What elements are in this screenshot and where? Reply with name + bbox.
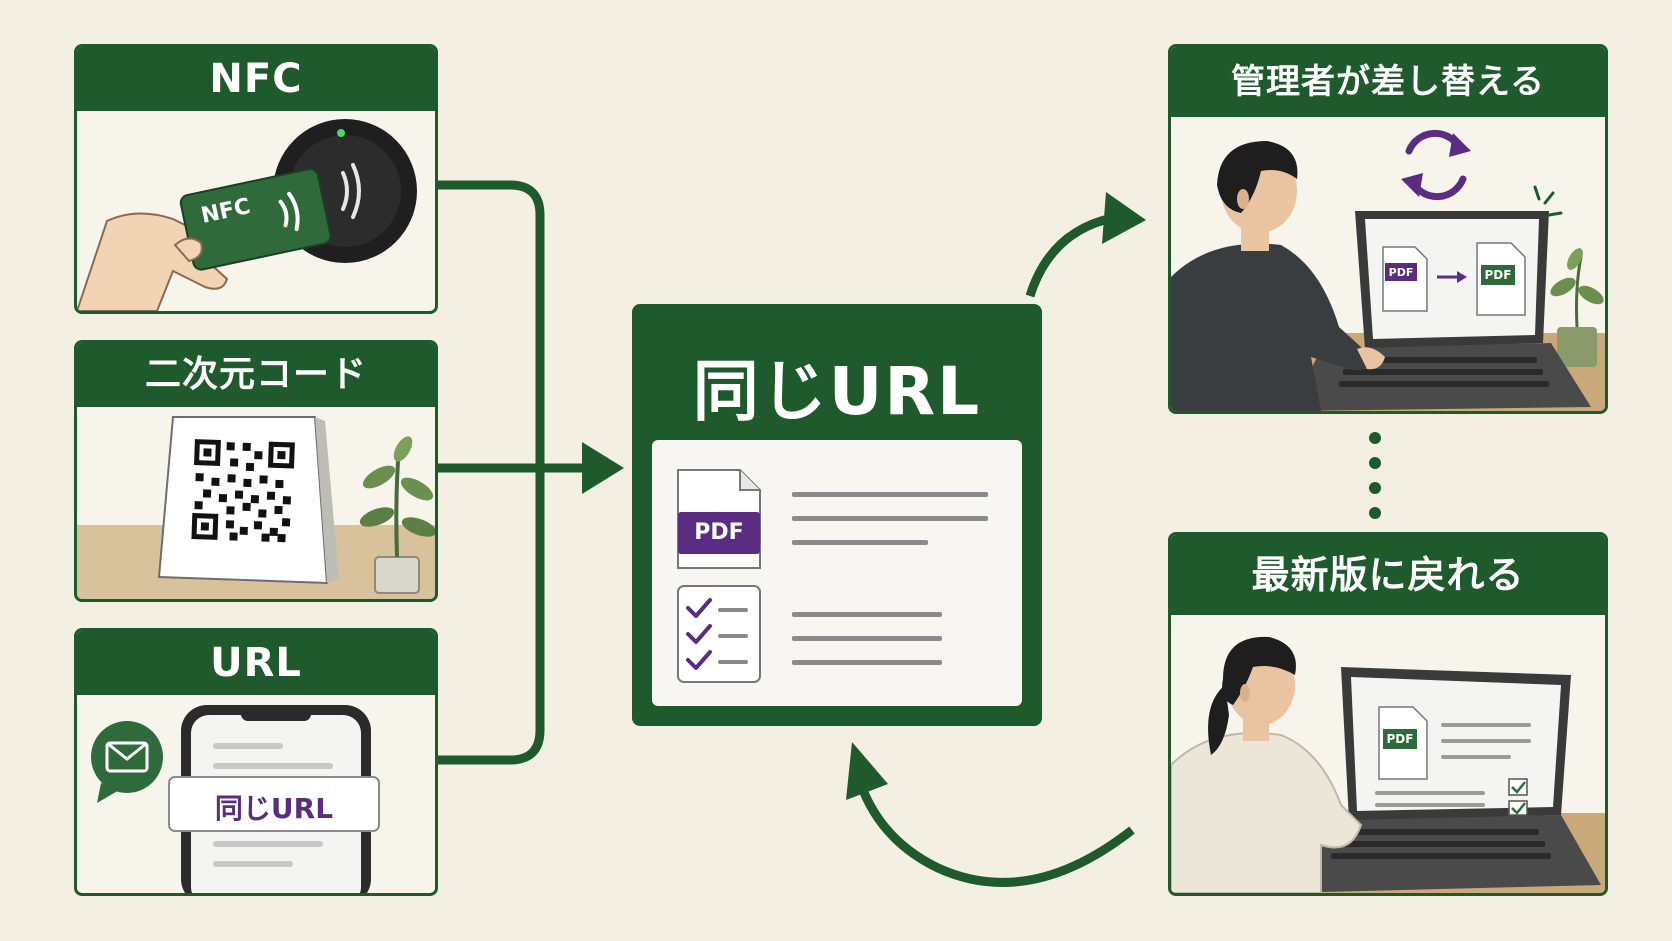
panel-nfc: NFC NFC [74, 44, 438, 314]
plant-icon [1550, 248, 1604, 367]
same-url-banner [168, 776, 380, 832]
center-pdf-label: PDF [694, 520, 744, 545]
arrow-head-to-center [582, 442, 624, 494]
center-content-card: PDF [652, 440, 1022, 706]
revert-pdf-label: PDF [1386, 732, 1414, 746]
checkbox-icon [1508, 778, 1528, 816]
panel-qr-title: 二次元コード [77, 343, 435, 407]
checklist-text-lines [792, 612, 942, 665]
arrow-head-to-admin [1102, 192, 1146, 244]
panel-revert-title: 最新版に戻れる [1171, 535, 1605, 615]
checklist-icon [677, 585, 761, 683]
panel-admin-illustration: PDF PDF [1171, 117, 1605, 411]
arrow-to-admin [1025, 213, 1114, 298]
new-pdf-label: PDF [1484, 268, 1512, 282]
pdf-text-lines [792, 492, 988, 545]
pdf-document-icon [677, 469, 761, 569]
nfc-card [179, 168, 332, 271]
panel-nfc-title: NFC [77, 47, 435, 111]
plant-icon [359, 436, 435, 594]
arrow-return-to-center [855, 780, 1135, 887]
old-pdf-label: PDF [1388, 266, 1414, 279]
panel-nfc-illustration: NFC [77, 111, 435, 311]
same-url-banner-label: 同じURL [214, 792, 334, 825]
panel-url-illustration: 同じURL [77, 695, 435, 893]
reader-led-icon [337, 129, 345, 137]
panel-url-title: URL [77, 631, 435, 695]
old-pdf-icon [1382, 246, 1428, 312]
pdf-document-icon [1378, 706, 1428, 780]
administrator-person [1171, 141, 1385, 411]
message-icon [91, 721, 163, 803]
dotted-connector [1369, 432, 1381, 519]
panel-qr-illustration [77, 407, 435, 599]
center-same-url: 同じURL [632, 304, 1042, 726]
panel-admin-title: 管理者が差し替える [1171, 47, 1605, 117]
center-title: 同じURL [692, 353, 982, 430]
panel-qr: 二次元コード [74, 340, 438, 602]
screen-text-lines [1375, 723, 1531, 807]
panel-revert-illustration: PDF [1171, 615, 1605, 893]
user-person [1171, 636, 1363, 893]
arrow-head-return [846, 742, 888, 800]
new-pdf-icon [1476, 242, 1526, 316]
reader-signal-icon [341, 163, 361, 219]
replace-arrow-icon [1437, 271, 1467, 283]
panel-admin: 管理者が差し替える [1168, 44, 1608, 414]
panel-revert: 最新版に戻れる [1168, 532, 1608, 896]
qr-code-icon [189, 437, 297, 545]
laptop-icon [1291, 211, 1591, 411]
panel-url: URL 同じURL [74, 628, 438, 896]
